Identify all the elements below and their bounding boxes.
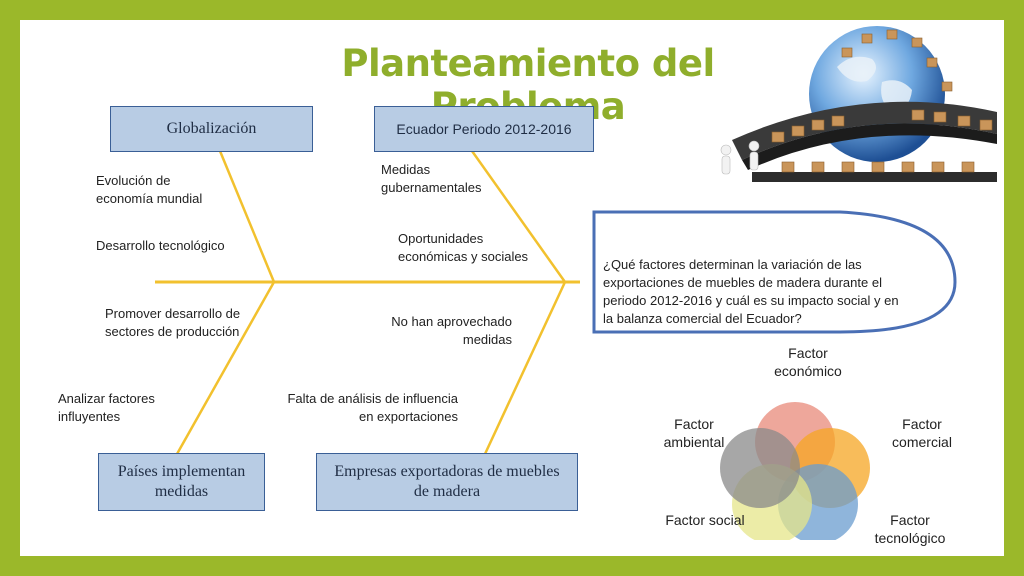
box-globalizacion: Globalización: [110, 106, 313, 152]
venn-label-social: Factor social: [665, 512, 745, 528]
fishbone-diagram: [155, 150, 957, 455]
cause-analizar-factores: Analizar factores influyentes: [58, 391, 155, 424]
venn-label-ambiental: Factor ambiental: [663, 416, 725, 450]
box-empresas-exportadoras: Empresas exportadoras de muebles de made…: [316, 453, 578, 511]
venn-label-economico: Factor económico: [774, 345, 842, 379]
fishbone-bone-globalizacion: [218, 150, 276, 283]
fishbone-bone-paises: [175, 281, 276, 455]
cause-no-han-aprovechado: No han aprovechado medidas: [391, 314, 512, 347]
venn-circle-ambiental: [720, 428, 800, 508]
factors-venn-diagram: [720, 402, 870, 540]
slide: Planteamiento del Problema Globalización…: [20, 20, 1004, 556]
venn-label-comercial: Factor comercial: [892, 416, 952, 450]
cause-medidas-gubernamentales: Medidas gubernamentales: [381, 162, 482, 195]
venn-label-tecnologico: Factor tecnológico: [874, 512, 946, 546]
cause-oportunidades: Oportunidades económicas y sociales: [398, 231, 529, 264]
cause-evolucion: Evolución de economía mundial: [96, 173, 203, 206]
problem-head-shape: [592, 210, 957, 334]
box-ecuador-periodo: Ecuador Periodo 2012-2016: [374, 106, 594, 152]
cause-desarrollo-tecnologico: Desarrollo tecnológico: [96, 238, 225, 253]
cause-promover-desarrollo: Promover desarrollo de sectores de produ…: [105, 306, 241, 339]
fishbone-bone-ecuador: [470, 150, 567, 283]
box-paises-implementan: Países implementan medidas: [98, 453, 265, 511]
cause-falta-analisis: Falta de análisis de influencia en expor…: [287, 391, 458, 424]
fishbone-bone-empresas: [483, 281, 567, 455]
globe-cargo-illustration: [720, 26, 997, 182]
problem-statement: ¿Qué factores determinan la variación de…: [603, 257, 899, 326]
